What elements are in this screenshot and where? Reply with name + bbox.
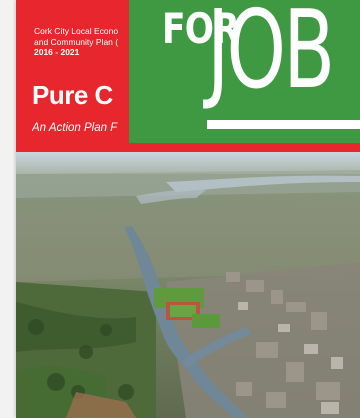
plan-description: Cork City Local Econo and Community Plan…	[34, 26, 194, 58]
banner-for-text: FOR	[162, 4, 240, 53]
aerial-city-photo	[16, 152, 360, 418]
plan-line-2: and Community Plan (	[34, 36, 119, 47]
cover-subtitle: An Action Plan F	[32, 122, 118, 134]
plan-line-1: Cork City Local Econo	[34, 26, 119, 36]
for-jobs-banner: FOR JOB	[129, 0, 360, 143]
banner-jobs-text: JOB	[207, 0, 335, 113]
plan-years: 2016 - 2021	[34, 47, 80, 57]
cover-title: Pure C	[32, 80, 113, 110]
banner-underline	[207, 120, 360, 129]
